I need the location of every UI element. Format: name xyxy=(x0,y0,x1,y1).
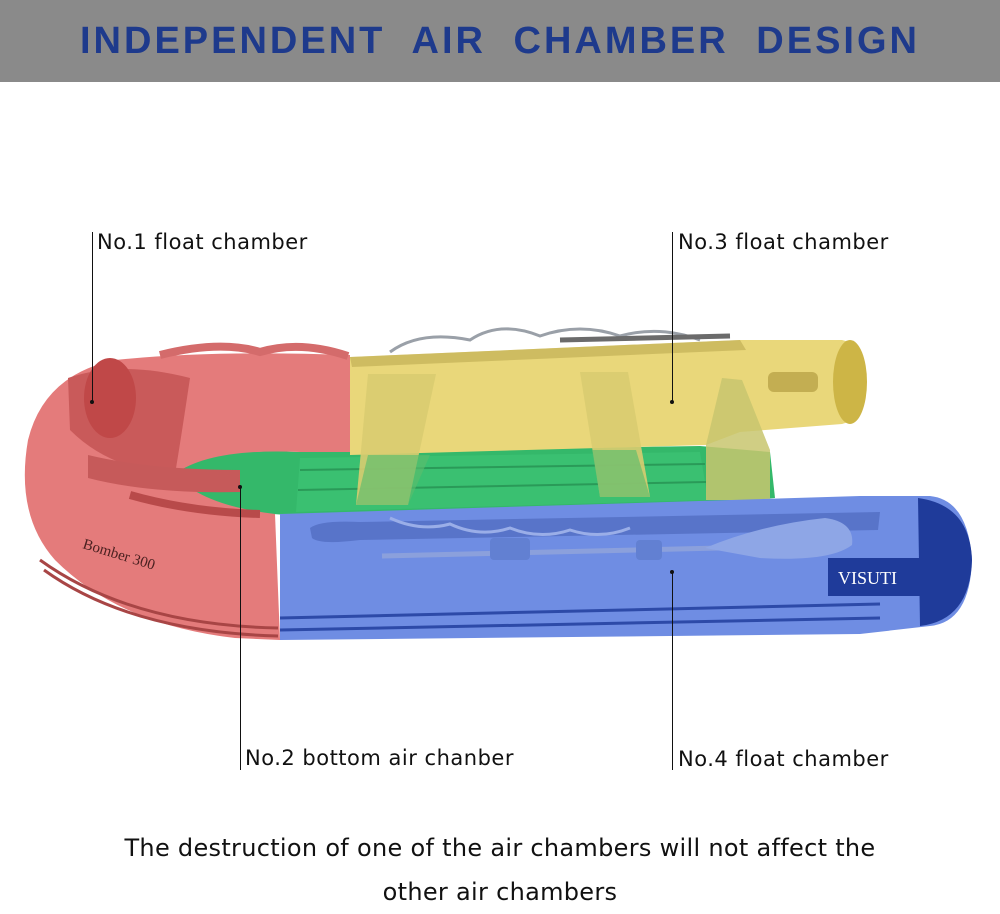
no1-leader-dot xyxy=(90,400,94,404)
no3-leader-line xyxy=(672,232,673,402)
no2-leader-line xyxy=(240,487,241,770)
float-chamber-4: VISUTI xyxy=(280,496,972,640)
no3-float-chamber-label: No.3 float chamber xyxy=(678,230,889,254)
caption-line-2: other air chambers xyxy=(60,870,940,914)
no3-leader-dot xyxy=(670,400,674,404)
caption-line-1: The destruction of one of the air chambe… xyxy=(60,826,940,870)
caption: The destruction of one of the air chambe… xyxy=(60,826,940,914)
no2-bottom-chamber-label: No.2 bottom air chanber xyxy=(245,746,514,770)
no4-leader-line xyxy=(672,572,673,770)
no4-float-chamber-label: No.4 float chamber xyxy=(678,747,889,771)
no1-float-chamber-label: No.1 float chamber xyxy=(97,230,308,254)
no1-leader-line xyxy=(92,232,93,402)
brand-text: VISUTI xyxy=(838,568,897,588)
no2-leader-dot xyxy=(238,485,242,489)
no4-leader-dot xyxy=(670,570,674,574)
